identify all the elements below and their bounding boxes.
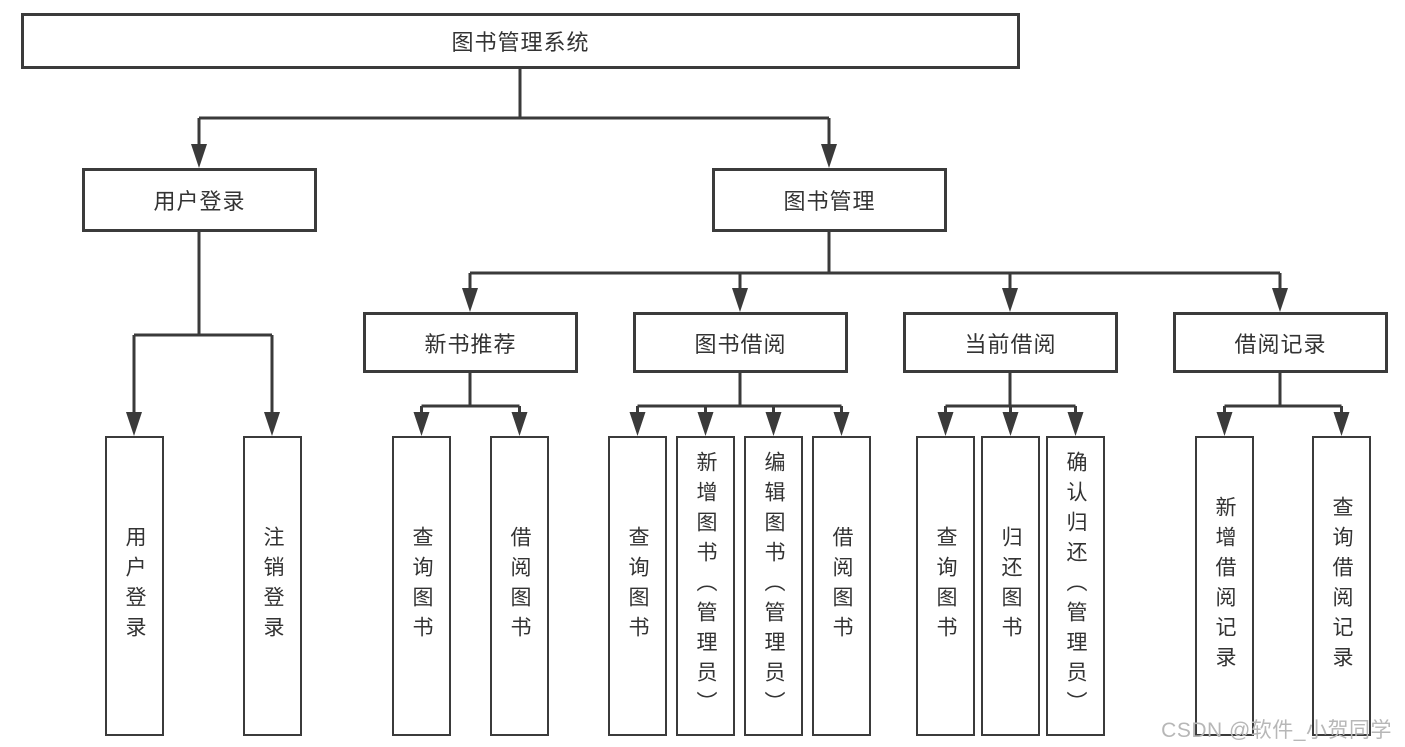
node-book-management: 图书管理 xyxy=(712,168,947,232)
leaf-add-borrow-record: 新增借阅记录 xyxy=(1195,436,1254,736)
node-new-book-recommend: 新书推荐 xyxy=(363,312,578,373)
leaf-query-borrow-record: 查询借阅记录 xyxy=(1312,436,1371,736)
csdn-watermark: CSDN @软件_小贺同学 xyxy=(1161,719,1392,742)
leaf-label: 查询图书 xyxy=(410,526,433,646)
node-borrow-records: 借阅记录 xyxy=(1173,312,1388,373)
leaf-label: 查询图书 xyxy=(626,526,649,646)
leaf-label: 新增借阅记录 xyxy=(1213,496,1236,676)
node-label: 图书管理系统 xyxy=(451,30,590,55)
leaf-label: 编辑图书（管理员） xyxy=(762,451,785,721)
leaf-confirm-return-admin: 确认归还（管理员） xyxy=(1046,436,1105,736)
leaf-query-books-current: 查询图书 xyxy=(916,436,975,736)
node-label: 用户登录 xyxy=(153,189,246,214)
node-library-management-system: 图书管理系统 xyxy=(21,13,1020,69)
leaf-label: 查询借阅记录 xyxy=(1330,496,1353,676)
arrowheads xyxy=(126,144,1350,436)
node-current-borrow: 当前借阅 xyxy=(903,312,1118,373)
leaf-label: 借阅图书 xyxy=(830,526,853,646)
node-label: 新书推荐 xyxy=(424,331,517,357)
leaf-edit-book-admin: 编辑图书（管理员） xyxy=(744,436,803,736)
leaf-borrow-books: 借阅图书 xyxy=(812,436,871,736)
node-user-login: 用户登录 xyxy=(82,168,317,232)
leaf-label: 归还图书 xyxy=(999,526,1022,646)
node-label: 借阅记录 xyxy=(1234,331,1327,357)
connector-paths xyxy=(132,69,1343,414)
leaf-query-books-borrow: 查询图书 xyxy=(608,436,667,736)
leaf-user-login: 用户登录 xyxy=(105,436,164,736)
leaf-label: 查询图书 xyxy=(934,526,957,646)
node-label: 图书管理 xyxy=(783,189,876,214)
leaf-label: 注销登录 xyxy=(261,526,284,646)
leaf-label: 确认归还（管理员） xyxy=(1064,451,1087,721)
leaf-add-book-admin: 新增图书（管理员） xyxy=(676,436,735,736)
leaf-label: 新增图书（管理员） xyxy=(694,451,717,721)
leaf-label: 用户登录 xyxy=(123,526,146,646)
leaf-return-book: 归还图书 xyxy=(981,436,1040,736)
leaf-query-books-recommend: 查询图书 xyxy=(392,436,451,736)
leaf-borrow-books-recommend: 借阅图书 xyxy=(490,436,549,736)
node-label: 图书借阅 xyxy=(694,331,787,357)
node-book-borrow: 图书借阅 xyxy=(633,312,848,373)
leaf-label: 借阅图书 xyxy=(508,526,531,646)
leaf-logout: 注销登录 xyxy=(243,436,302,736)
node-label: 当前借阅 xyxy=(964,331,1057,357)
